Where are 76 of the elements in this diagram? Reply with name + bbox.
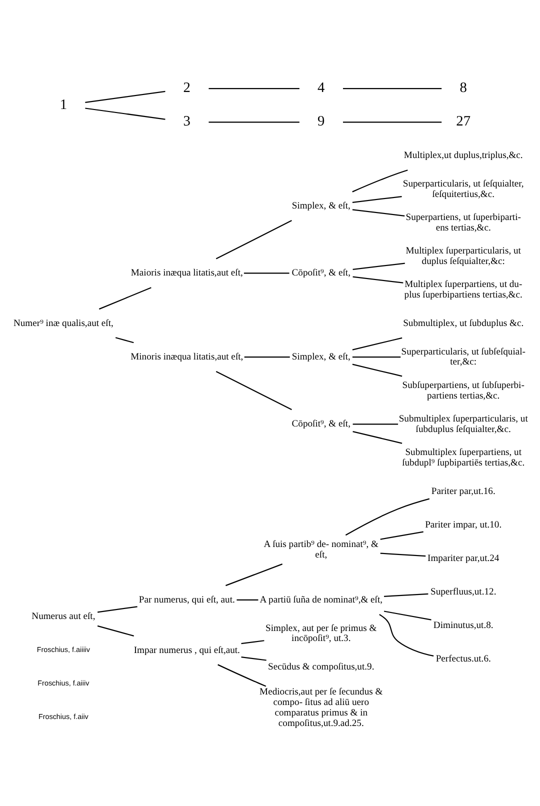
node-text: Par numerus, qui eſt, aut.: [138, 594, 235, 606]
connector: [115, 337, 134, 344]
node-text: 9: [318, 114, 325, 130]
connector: [352, 364, 402, 377]
connector: [241, 640, 264, 644]
node-text: Simplex, & eſt,: [292, 352, 350, 363]
node-text: Multiplex ſuperparticularis, ut duplus ſeſquialter,&c:: [406, 246, 521, 268]
label: Froschius, f.aiiiv: [38, 678, 90, 688]
connector: [352, 424, 398, 425]
node-text: Perfectus.ut.6.: [436, 654, 491, 665]
connector: [98, 287, 152, 310]
node-text: 27: [456, 114, 471, 130]
node-text: Subſuperpartiens, ut ſubſuperbi- partiens tertias,&c.: [402, 380, 524, 402]
connector: [384, 610, 432, 620]
node-text: Impar numerus , qui eſt,aut.: [134, 644, 240, 656]
node-text: Multiplex,ut duplus,triplus,&c.: [404, 150, 523, 162]
node-text: Superpartiens, ut ſuperbiparti- ens tertias,&c.: [406, 212, 521, 234]
connector: [85, 108, 166, 120]
connector: [379, 614, 434, 657]
connector: [352, 276, 404, 284]
node-text: 8: [460, 80, 467, 96]
connector: [226, 564, 283, 586]
connector: [352, 196, 402, 203]
node-text: 1: [60, 96, 68, 113]
node-text: Secūdus & compoſitus,ut.9.: [268, 662, 374, 673]
connector: [216, 220, 292, 260]
connector: [218, 664, 266, 687]
label: Froschius, f.aiiiiv: [36, 645, 90, 654]
connector: [384, 593, 428, 597]
node-text: Submultiplex ſuperpartiens, ut ſubdupl⁹ ſupbipartiēs tertias,&c.: [402, 447, 525, 468]
node-text: Submultiplex, ut ſubduplus &c.: [403, 318, 524, 329]
node-text: Cōpoſit⁹, & eſt,: [292, 268, 350, 279]
node-text: Numer⁹ inæ qualis,aut eſt,: [13, 318, 114, 329]
node-text: 2: [183, 80, 190, 96]
node-text: Impariter par,ut.24: [428, 552, 500, 564]
connector: [244, 356, 290, 358]
connector: [85, 90, 166, 104]
connector: [208, 88, 300, 90]
connector: [208, 122, 300, 123]
connector: [380, 552, 426, 557]
connector: [97, 606, 138, 613]
node-text: Multiplex ſuperpartiens, ut du- plus ſuperbipartiens tertias,&c.: [404, 279, 522, 301]
node-text: Superparticularis, ut ſeſquialter, ſeſquitertius,&c.: [402, 178, 524, 200]
node-text: Mediocris,aut per ſe ſecundus & compo- ſitus ad aliū uero comparatus primus & in compoſitus,ut.9.ad.25.: [260, 686, 383, 729]
node-text: Simplex, aut per ſe primus & incōpoſit⁹, ut.3.: [266, 622, 377, 644]
connector: [380, 531, 424, 540]
node-text: Superparticularis, ut ſubſeſquial- ter,&c:: [401, 346, 526, 368]
node-text: Cōpoſit⁹, & eſt,: [292, 418, 350, 430]
node-text: Minoris inæqua litatis,aut eſt,: [130, 352, 244, 363]
connector: [343, 122, 442, 123]
node-text: Superfluus,ut.12.: [430, 586, 496, 598]
node-text: Pariter impar, ut.10.: [425, 519, 502, 530]
connector: [345, 498, 430, 536]
node-text: Diminutus,ut.8.: [433, 620, 494, 632]
node-text: A ſuis partib⁹ de- nominat⁹, & eſt,: [264, 538, 378, 560]
connector: [352, 170, 408, 192]
connector: [216, 370, 292, 410]
connector: [97, 625, 134, 636]
connector: [352, 337, 402, 350]
connector: [343, 88, 442, 90]
node-text: A partiū ſuña de nominat⁹,& eſt,: [260, 594, 383, 606]
node-text: 3: [183, 114, 190, 130]
node-text: Submultiplex ſuperparticularis, ut ſubduplus ſeſquialter,&c.: [398, 413, 528, 435]
connector: [236, 599, 258, 601]
node-text: Simplex, & eſt,: [292, 200, 350, 212]
label: Froschius, f.aiiv: [38, 712, 88, 722]
connector: [241, 656, 266, 661]
node-text: 4: [318, 80, 325, 96]
connector: [352, 209, 405, 216]
node-text: Numerus aut eſt,: [32, 611, 96, 622]
connector: [352, 431, 402, 444]
connector: [352, 262, 405, 270]
connector: [352, 356, 401, 358]
connector: [244, 272, 290, 274]
node-text: Maioris inæqua litatis,aut eſt,: [130, 268, 243, 279]
node-text: Pariter par,ut.16.: [431, 486, 496, 497]
